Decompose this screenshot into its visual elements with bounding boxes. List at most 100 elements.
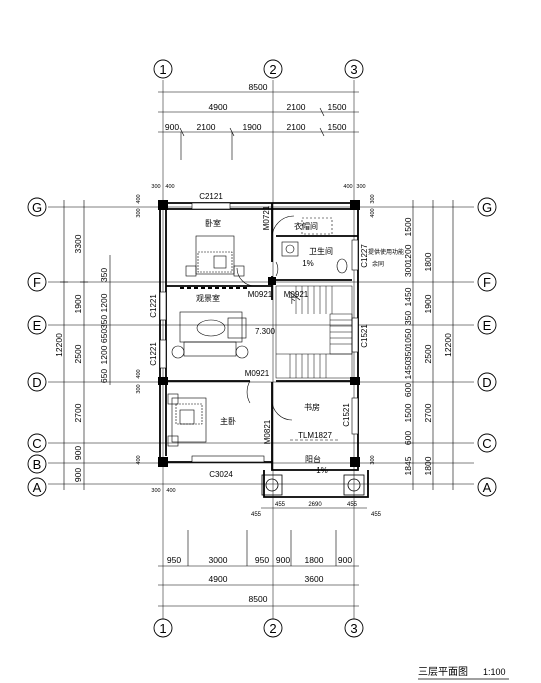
dim-right-in-9: 600 [403,383,413,397]
dim-left-5: 900 [73,446,83,460]
walls [159,202,369,498]
axis-right-f: F [483,275,491,290]
small-dim-1: 300 [151,184,160,190]
dim-right-in-5: 350 [403,311,413,325]
left-dimension-lines [60,200,111,490]
axis-top-3: 3 [350,62,357,77]
label-storage: 衣帽间 [294,221,318,231]
label-elevation: 7.300 [255,327,276,336]
small-dim-4: 300 [356,184,365,190]
dim-right-1: 1800 [423,252,433,271]
dim-right-in-7: 350 [403,347,413,361]
dim-right-3: 2500 [423,344,433,363]
axis-right-c: C [482,436,491,451]
small-dim-7: 300 [370,194,376,203]
dim-right-total: 12200 [443,333,453,357]
dim-right-in-10: 1500 [403,403,413,422]
dim-top-r3-2: 2100 [197,122,216,132]
dim-top-overall: 8500 [249,82,268,92]
columns [158,200,360,467]
dim-balc-1: 455 [251,512,262,518]
small-dim-10: 400 [166,488,175,494]
bottom-dimension-lines [158,507,367,607]
dim-left-6: 900 [73,468,83,482]
dim-bot-r1-3: 950 [255,555,269,565]
label-tlm1827: TLM1827 [298,431,332,440]
drawing-title-block: 三层平面图 1:100 [418,666,509,680]
small-dim-6: 300 [136,208,142,217]
label-study: 书房 [304,402,320,412]
dim-top-r3-5: 1500 [328,122,347,132]
furniture [167,217,348,447]
dim-right-in-12: 1845 [403,456,413,475]
axis-top-2: 2 [269,62,276,77]
axis-top-1: 1 [159,62,166,77]
dim-right-in-8: 1450 [403,360,413,379]
dim-right-in-6: 1050 [403,328,413,347]
axis-left-d: D [32,375,41,390]
dim-balc-5: 455 [371,512,382,518]
label-master: 主卧 [220,416,236,426]
dim-bot-overall: 8500 [249,594,268,604]
label-m0921c: M0921 [245,369,270,378]
axis-left-e: E [33,318,42,333]
axis-right-d: D [482,375,491,390]
stairs [275,285,353,379]
balcony-pillars [261,474,365,496]
axis-bubbles [27,59,497,638]
dim-left-total: 12200 [54,333,64,357]
axis-bottom-2: 2 [269,621,276,636]
label-leisure: 观景室 [196,293,220,303]
axis-left-g: G [32,200,42,215]
dim-balc-2: 455 [275,502,286,508]
small-dim-3: 400 [343,184,352,190]
dim-left-in-3: 350 [99,315,109,329]
axis-bottom-3: 3 [350,621,357,636]
label-c2121: C2121 [199,192,223,201]
dim-top-r3-3: 1900 [243,122,262,132]
dim-bot-r1-4: 900 [276,555,290,565]
dim-right-in-3: 300 [403,263,413,277]
small-dim-11: 400 [136,369,142,378]
label-m0821: M0821 [263,419,272,444]
dim-left-in-6: 650 [99,369,109,383]
small-dim-8: 400 [370,208,376,217]
dim-top-r3-1: 900 [165,122,179,132]
axis-grid [48,80,474,620]
small-dim-2: 400 [165,184,174,190]
dim-left-in-5: 1200 [99,345,109,364]
dim-right-in-11: 600 [403,431,413,445]
axis-left-f: F [33,275,41,290]
drawing-scale: 1:100 [483,667,506,677]
small-dim-13: 400 [136,455,142,464]
dim-right-4: 2700 [423,403,433,422]
dim-left-in-1: 350 [99,268,109,282]
dim-top-r2-2: 2100 [287,102,306,112]
dim-left-in-2: 1200 [99,293,109,312]
label-stair-down: 下 [288,296,296,305]
label-balcony-slope: 1% [316,466,328,475]
axis-left-c: C [32,436,41,451]
axis-right-g: G [482,200,492,215]
dim-top-r2-3: 1500 [328,102,347,112]
axis-left-b: B [33,457,42,472]
label-c3024: C3024 [209,470,233,479]
doors [236,215,340,441]
label-m0921b: M0921 [284,290,309,299]
label-c1521b: C1521 [342,403,351,427]
label-c1521a: C1521 [360,324,369,348]
dim-balc-4: 455 [347,502,358,508]
label-note2: 余同 [372,260,384,268]
dim-bot-r1-5: 1800 [305,555,324,565]
label-note1: 提供使用功能 [368,248,404,256]
dim-left-2: 1900 [73,294,83,313]
label-bath-slope: 1% [302,259,314,268]
label-c1221b: C1221 [149,342,158,366]
small-dim-9: 300 [151,488,160,494]
axis-left-a: A [33,480,42,495]
dim-left-3: 2500 [73,344,83,363]
dim-bot-r2-2: 3600 [305,574,324,584]
top-dimension-lines [158,91,359,160]
dim-right-in-2: 1200 [403,244,413,263]
